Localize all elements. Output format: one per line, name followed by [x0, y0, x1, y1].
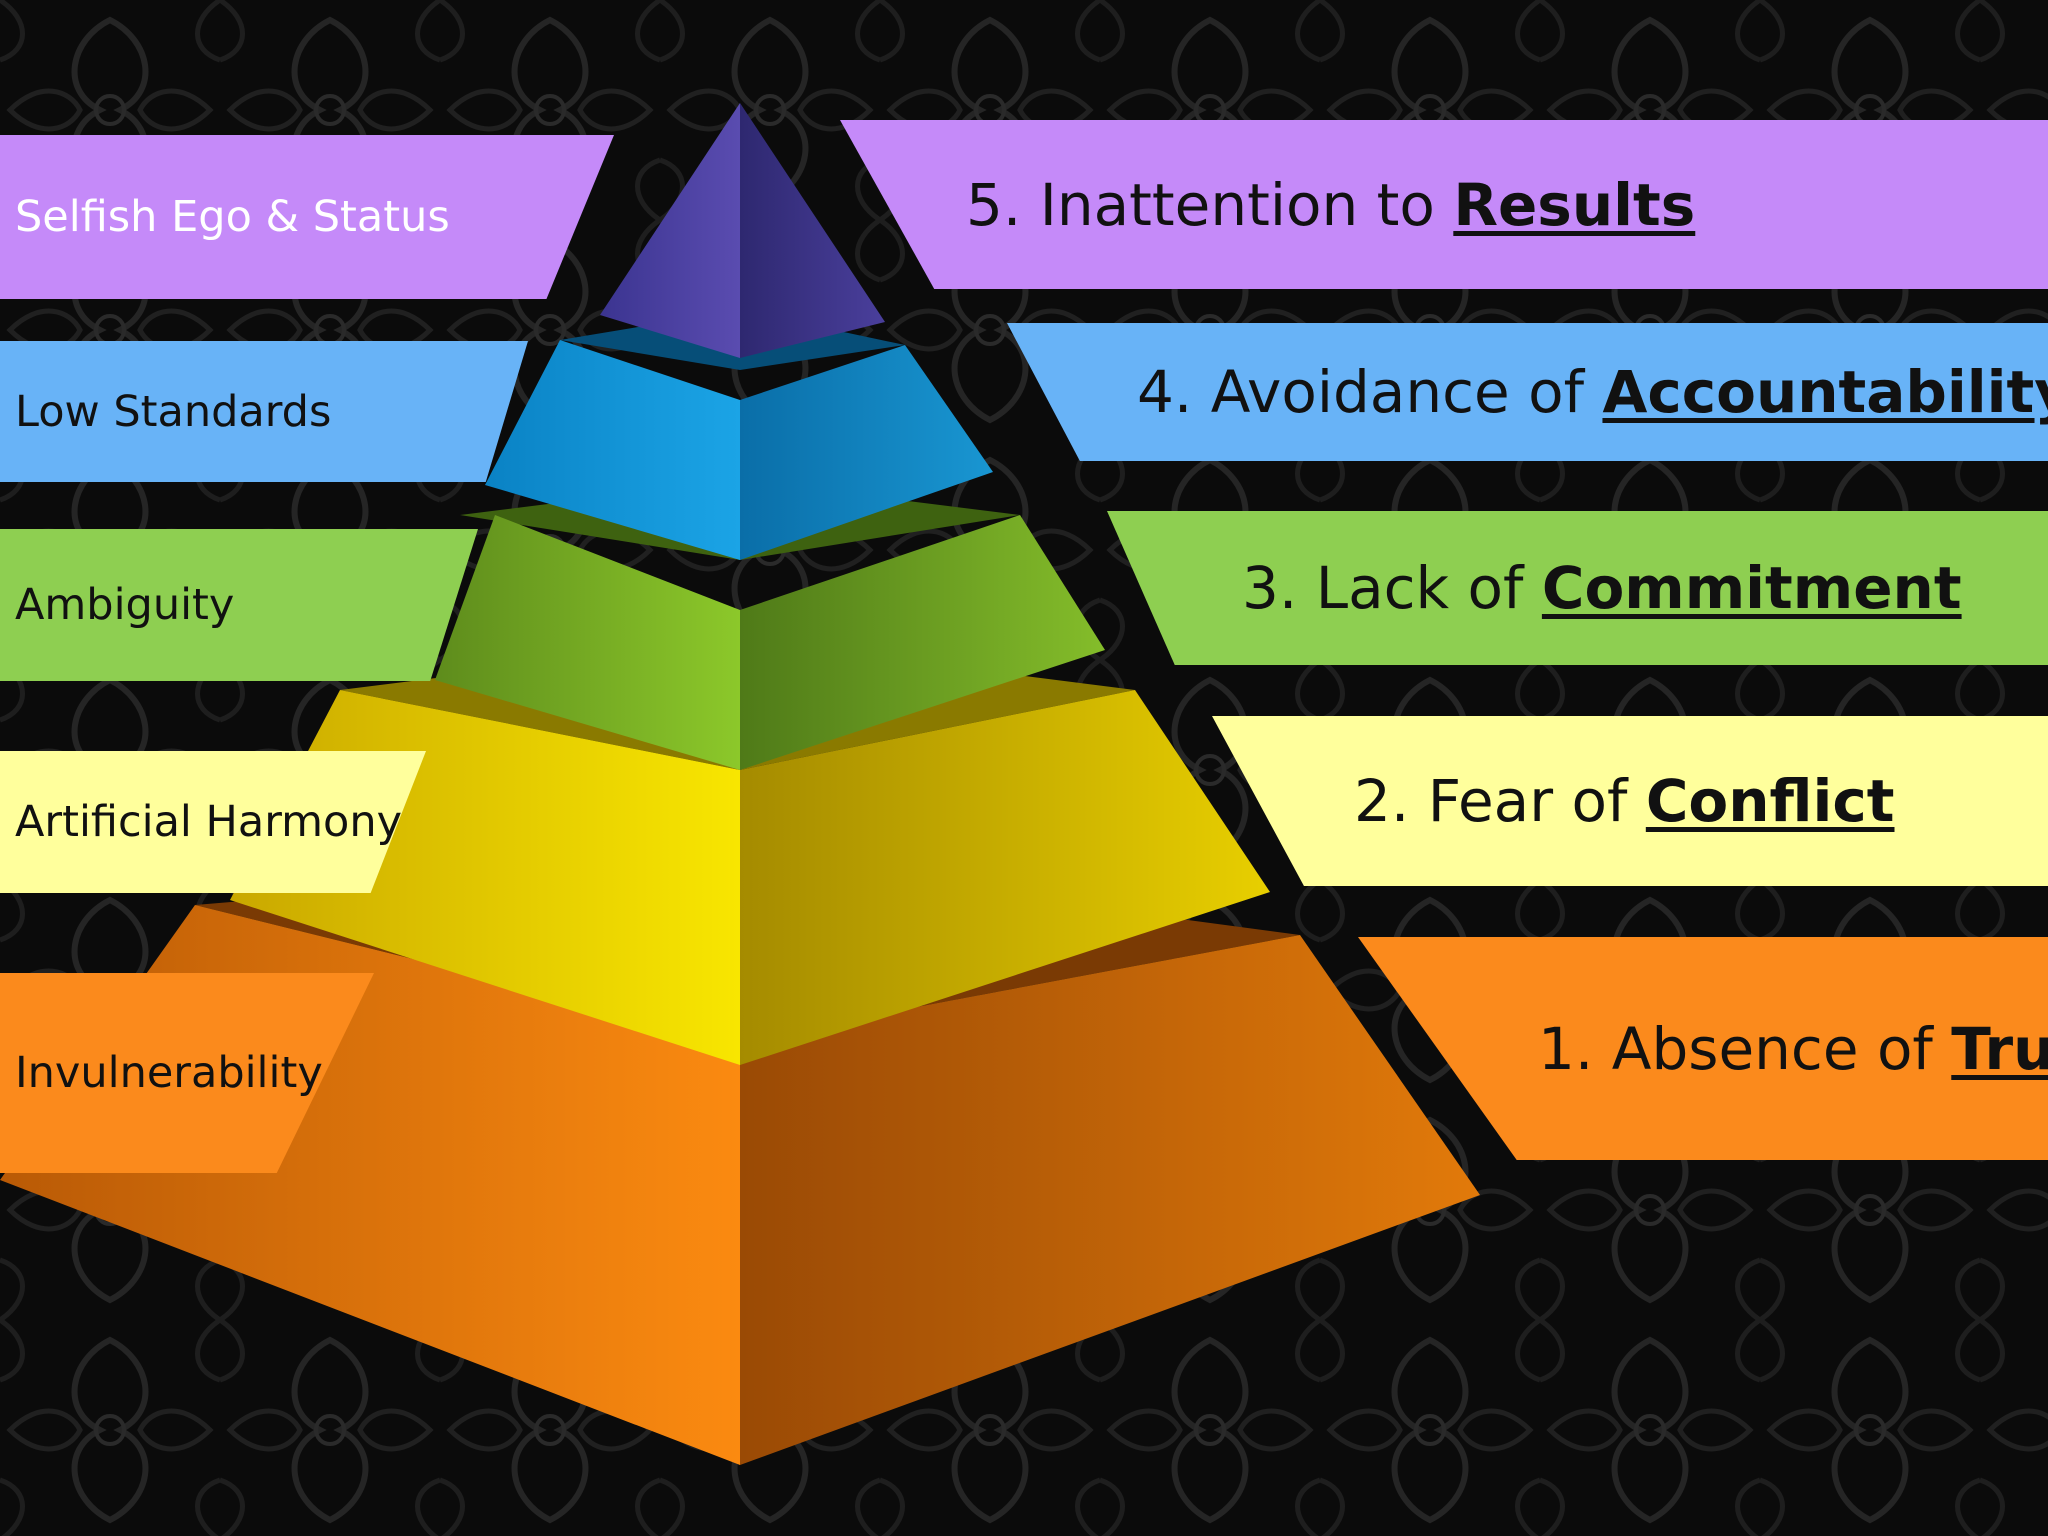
label-text: Low Standards: [15, 386, 332, 437]
level-2-title: 2. Fear of Conflict: [1212, 716, 2048, 886]
level-keyword: Trust: [1951, 1014, 2048, 1083]
label-selfish-ego-status: Selfish Ego & Status: [0, 135, 614, 299]
level-5-title: 5. Inattention to Results: [840, 120, 2048, 289]
level-prefix: 5. Inattention to: [966, 170, 1454, 239]
label-artificial-harmony: Artificial Harmony: [0, 751, 426, 893]
level-3-title: 3. Lack of Commitment: [1107, 511, 2048, 665]
label-ambiguity: Ambiguity: [0, 529, 478, 681]
level-prefix: 3. Lack of: [1242, 554, 1542, 622]
level-keyword: Results: [1453, 170, 1696, 239]
level-4-title: 4. Avoidance of Accountability: [1007, 323, 2048, 461]
label-text: Invulnerability: [15, 1048, 323, 1098]
level-1-title: 1. Absence of Trust: [1358, 937, 2048, 1160]
level-keyword: Conflict: [1645, 767, 1895, 835]
label-text: Ambiguity: [15, 580, 235, 630]
pyramid-level-5: [600, 103, 885, 358]
label-low-standards: Low Standards: [0, 341, 528, 482]
level-keyword: Accountability: [1602, 358, 2048, 426]
level-prefix: 4. Avoidance of: [1137, 358, 1603, 426]
label-text: Selfish Ego & Status: [15, 192, 450, 242]
level-keyword: Commitment: [1541, 554, 1962, 622]
label-text: Artificial Harmony: [15, 797, 403, 847]
level-prefix: 1. Absence of: [1538, 1014, 1952, 1083]
level-prefix: 2. Fear of: [1354, 767, 1646, 835]
